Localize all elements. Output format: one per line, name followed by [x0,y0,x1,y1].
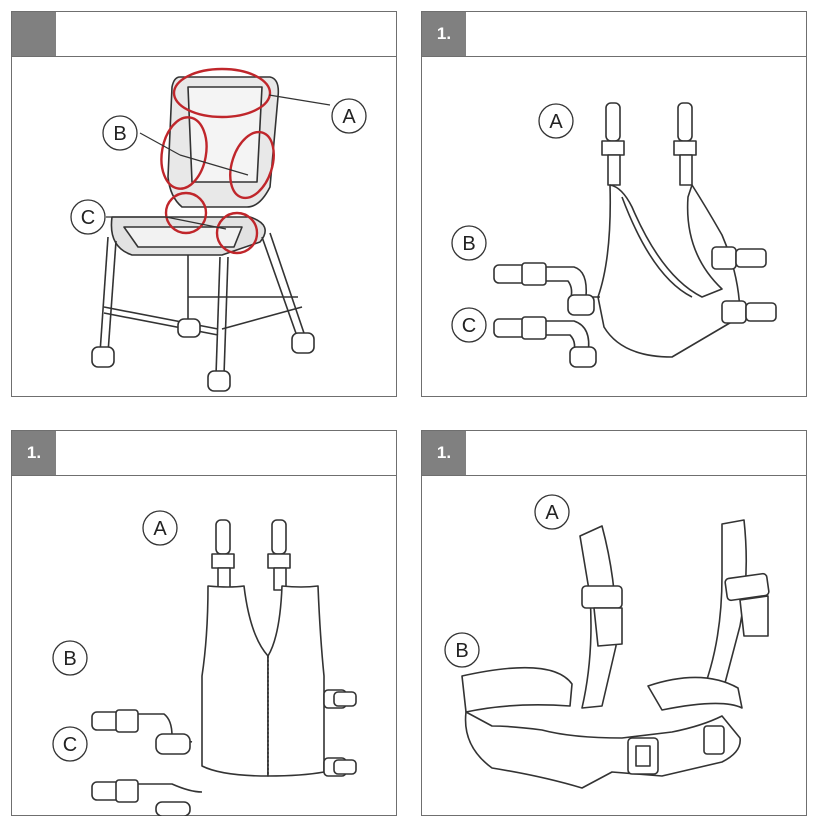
vest-illustration: A B C [52,510,357,816]
svg-text:C: C [63,734,77,756]
callout-a: A [534,494,570,530]
svg-text:A: A [549,111,563,133]
panel-chair-overview: A B C [11,11,397,397]
svg-text:A: A [545,502,559,524]
panel-vest-harness: 1. [11,430,397,816]
step-number-box [12,12,56,56]
harness-illustration: A B C [451,102,777,368]
callout-b: B [52,640,88,676]
strap-illustration: A B [444,494,770,789]
svg-text:B: B [462,233,475,255]
callout-b: B [451,225,487,261]
svg-text:A: A [342,106,356,128]
callout-c: C [70,199,106,235]
callout-c: C [451,307,487,343]
callout-b: B [444,632,480,668]
callout-a: A [538,103,574,139]
svg-text:C: C [462,315,476,337]
panel-harness-type-1: 1. [421,11,807,397]
chair-illustration: A B C [70,67,367,392]
step-number-box: 1. [422,12,466,56]
callout-b: B [102,115,138,151]
callout-c: C [52,726,88,762]
step-number-box: 1. [422,431,466,475]
svg-text:B: B [455,640,468,662]
panel-header: 1. [422,431,806,476]
panel-header: 1. [12,431,396,476]
callout-a: A [142,510,178,546]
svg-text:C: C [81,207,95,229]
svg-text:A: A [153,518,167,540]
panel-header [12,12,396,57]
panel-shoulder-hip-strap: 1. A B [421,430,807,816]
svg-text:B: B [63,648,76,670]
svg-text:B: B [113,123,126,145]
callout-a: A [331,98,367,134]
panel-header: 1. [422,12,806,57]
step-number-box: 1. [12,431,56,475]
